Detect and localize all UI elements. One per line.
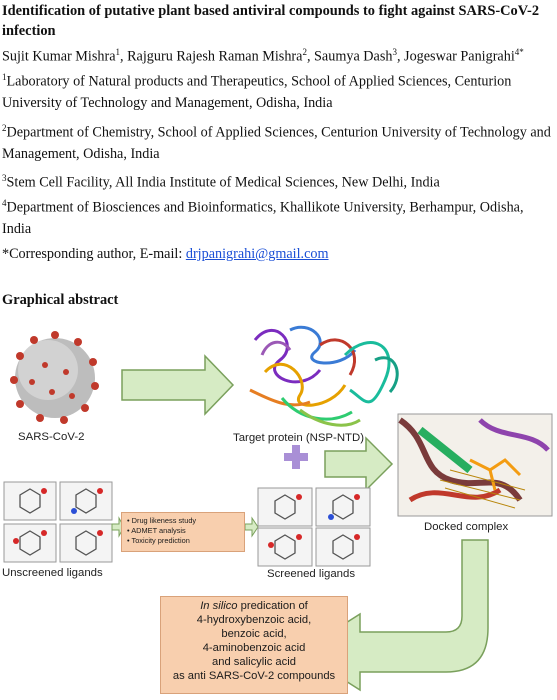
affiliation-2-line2: Management, Odisha, India — [2, 146, 160, 162]
affiliation-sup: 3 — [2, 173, 7, 183]
step-item: • ADMET analysis — [127, 526, 186, 535]
arrow-right-icon — [121, 354, 235, 416]
arrow-right-icon — [324, 436, 394, 492]
author-name: , Jogeswar Panigrahi — [396, 48, 515, 65]
affiliation-2-line1: 2Department of Chemistry, School of Appl… — [2, 118, 551, 143]
virus-image — [10, 331, 99, 424]
paper-title-line1: Identification of putative plant based a… — [2, 3, 540, 19]
step-item: • Drug likeness study — [127, 516, 197, 525]
author-sup: 1 — [115, 47, 121, 57]
author-name: , Rajguru Rajesh Raman Mishra — [120, 48, 303, 65]
conclusion-line: 4-hydroxybenzoic acid, — [196, 614, 312, 626]
author-sup: 4* — [514, 47, 524, 57]
screening-steps-box: • Drug likeness study • ADMET analysis •… — [121, 512, 245, 552]
author-sup: 3 — [392, 47, 397, 57]
conclusion-line: and salicylic acid — [212, 656, 296, 668]
affiliation-sup: 4 — [2, 198, 7, 208]
conclusion-text: predication of — [237, 600, 308, 612]
screened-ligands-label: Screened ligands — [267, 568, 356, 580]
protein-label: Target protein (NSP-NTD) — [233, 432, 365, 444]
conclusion-line: as anti SARS-CoV-2 compounds — [172, 670, 336, 682]
unscreened-ligands-label: Unscreened ligands — [2, 567, 103, 579]
graphical-abstract-heading: Graphical abstract — [2, 292, 119, 308]
virus-label: SARS-CoV-2 — [18, 431, 85, 443]
conclusion-line: benzoic acid, — [221, 628, 287, 640]
corresponding-author: *Corresponding author, E-mail: drjpanigr… — [2, 244, 329, 264]
conclusion-line: In silico predication of — [161, 599, 347, 613]
conclusion-italic: In silico — [200, 600, 238, 612]
author-name: , Saumya Dash — [306, 48, 393, 65]
step-item: • Toxicity prediction — [127, 536, 190, 545]
affiliation-sup: 1 — [2, 72, 7, 82]
affiliation-text: Department of Biosciences and Bioinforma… — [6, 199, 524, 216]
author-sup: 2 — [302, 47, 307, 57]
conclusion-line: 4-aminobenzoic acid — [202, 642, 306, 654]
email-link[interactable]: drjpanigrahi@gmail.com — [185, 246, 329, 262]
docked-complex-image — [397, 413, 553, 517]
protein-structure-image — [249, 325, 399, 427]
affiliation-text: Department of Chemistry, School of Appli… — [6, 124, 551, 141]
author-list: Sujit Kumar Mishra1, Rajguru Rajesh Rama… — [2, 42, 524, 67]
affiliation-1-line2: University of Technology and Management,… — [2, 95, 333, 111]
affiliation-text: Laboratory of Natural products and Thera… — [6, 73, 512, 90]
affiliation-4-line1: 4Department of Biosciences and Bioinform… — [2, 193, 524, 218]
corresponding-label: *Corresponding author, E-mail: — [2, 246, 186, 262]
author-name: Sujit Kumar Mishra — [2, 48, 116, 65]
affiliation-3: 3Stem Cell Facility, All India Institute… — [2, 168, 440, 193]
paper-title-line2: infection — [2, 23, 56, 39]
affiliation-sup: 2 — [2, 123, 7, 133]
unscreened-ligands-image — [3, 481, 113, 563]
affiliation-text: Stem Cell Facility, All India Institute … — [6, 174, 440, 191]
screened-ligands-image — [257, 487, 371, 567]
affiliation-4-line2: India — [2, 221, 32, 237]
plus-icon — [284, 445, 308, 469]
conclusion-box: In silico predication of 4-hydroxybenzoi… — [160, 596, 348, 694]
affiliation-1-line1: 1Laboratory of Natural products and Ther… — [2, 67, 511, 92]
docked-complex-label: Docked complex — [424, 521, 509, 533]
arrow-right-icon — [244, 516, 259, 538]
